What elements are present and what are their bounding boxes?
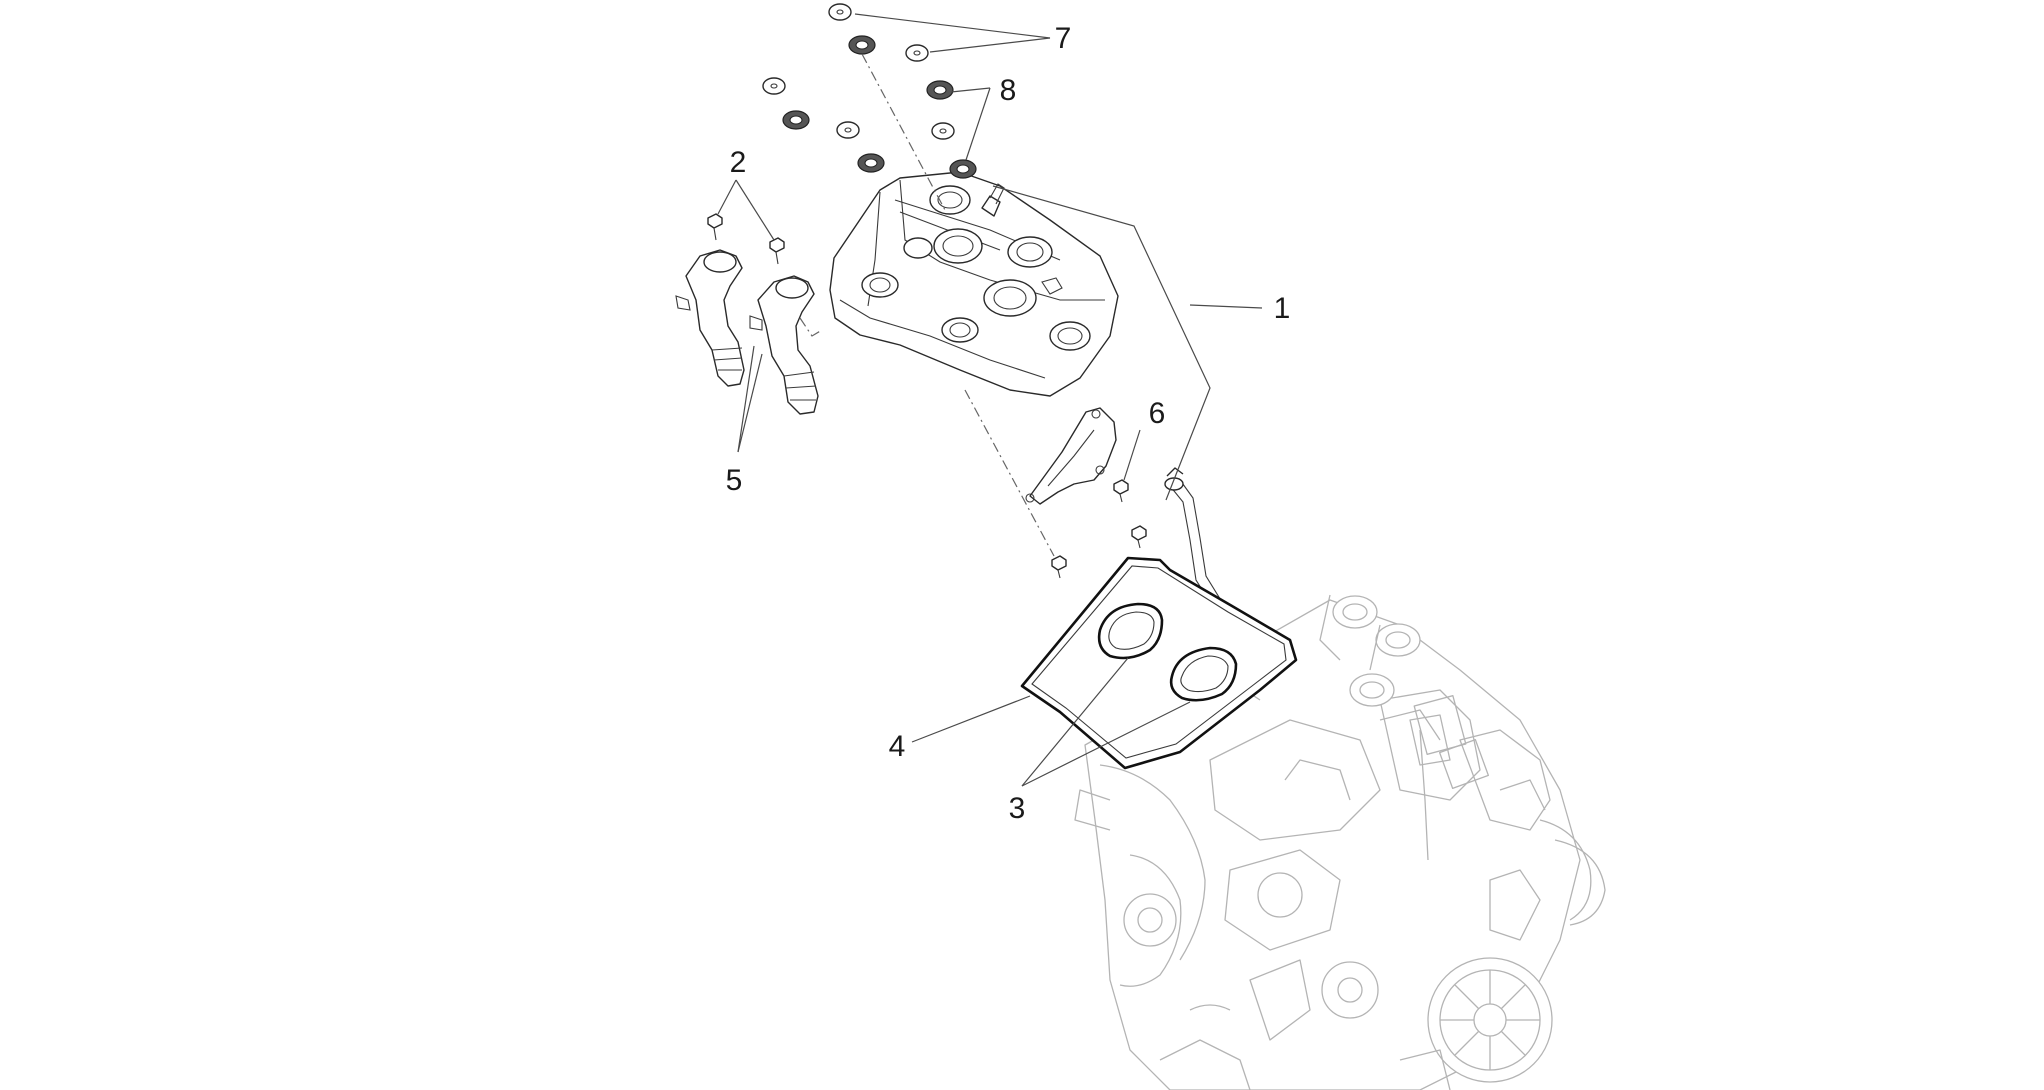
callout-3: 3 [1009,792,1026,825]
callout-6: 6 [1149,397,1166,430]
callout-labels: 1 2 3 4 5 6 7 8 [726,22,1291,825]
callout-5: 5 [726,464,743,497]
washers-and-grommets [762,3,977,179]
callout-1: 1 [1274,292,1291,325]
callout-8: 8 [1000,74,1017,107]
bolts [707,213,1147,579]
leader-lines [717,13,1263,787]
spark-plug-tube-seals [1097,602,1238,702]
callout-4: 4 [889,730,906,763]
engine-block [1074,467,1606,1090]
coil-bracket [1025,407,1117,505]
assembly-lines [799,53,1055,557]
valve-cover-gasket [1020,556,1298,770]
ignition-coils [675,249,819,415]
valve-cover [829,171,1119,397]
callout-2: 2 [730,146,747,179]
callout-7: 7 [1055,22,1072,55]
